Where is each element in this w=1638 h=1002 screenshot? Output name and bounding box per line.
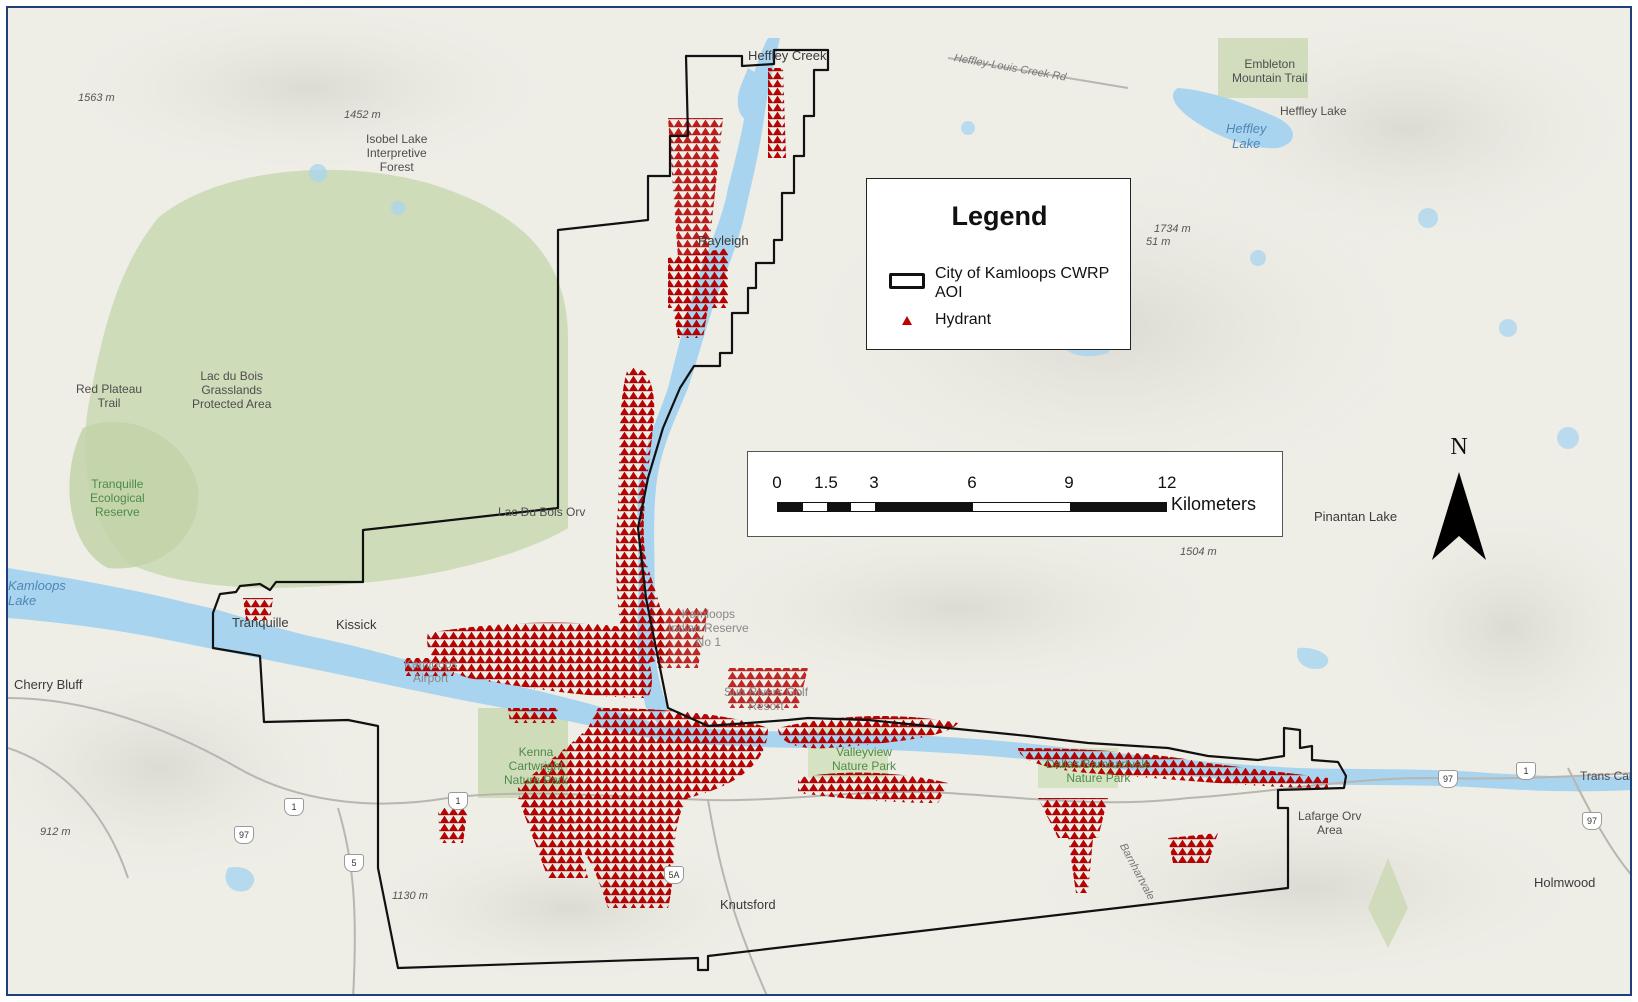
scale-tick-9: 9 [1064, 473, 1074, 492]
highway-97-shield-far-east: 97 [1582, 812, 1602, 830]
hydrant-clusters [243, 68, 1328, 908]
label-peak-1563: 1563 m [78, 92, 115, 104]
park-areas [69, 38, 1408, 948]
label-cherry-bluff: Cherry Bluff [14, 677, 83, 692]
label-embleton: Embleton Mountain Trail [1232, 57, 1308, 85]
label-lafarge: Lafarge Orv Area [1298, 809, 1362, 837]
label-airport: Kamloops Airport [404, 657, 458, 685]
highway-1-shield-east: 1 [1516, 762, 1536, 780]
scale-bar: 0 1.5 3 6 9 12 Kilometers [747, 451, 1283, 537]
scale-unit-label: Kilometers [1171, 494, 1257, 514]
label-valleyview: Valleyview Nature Park [832, 745, 897, 773]
terrain-shading [8, 8, 1630, 988]
highway-97-shield-west: 97 [234, 826, 254, 844]
legend-aoi-label: City of Kamloops CWRP AOI [935, 265, 1109, 301]
roads [8, 57, 1630, 994]
label-heffley-creek: Heffley Creek [748, 48, 827, 63]
label-tranquille: Tranquille [232, 615, 289, 630]
label-rayleigh: Rayleigh [698, 233, 749, 248]
label-lac-du-bois-park: Lac du Bois Grasslands Protected Area [192, 369, 272, 411]
label-peak-1130: 1130 m [392, 890, 428, 902]
legend-aoi-swatch [889, 273, 925, 289]
label-heffley-lake: Heffley Lake [1280, 104, 1347, 118]
scale-tick-12: 12 [1157, 473, 1177, 492]
scale-tick-6: 6 [967, 473, 977, 492]
legend-hydrant-label: Hydrant [935, 311, 992, 328]
label-isobel: Isobel Lake Interpretive Forest [366, 132, 428, 174]
north-arrow: N [1426, 432, 1492, 564]
label-kamloops-lake: Kamloops Lake [8, 578, 66, 608]
map-frame: Heffley Creek Heffley-Louis Creek Rd Emb… [6, 6, 1632, 996]
highway-1-shield-west: 1 [284, 798, 304, 816]
label-peak-1734: 1734 m [1154, 223, 1191, 235]
highway-97-shield-east: 97 [1438, 770, 1458, 788]
north-arrow-label: N [1450, 434, 1467, 460]
legend-title: Legend [951, 201, 1048, 231]
label-holmwood: Holmwood [1534, 875, 1596, 890]
label-peak-1452: 1452 m [344, 109, 381, 121]
label-dallas: Dallas/Barnhartvale Nature Park [1046, 757, 1151, 785]
hydrant-triangle-icon [902, 316, 912, 325]
label-pinantan: Pinantan Lake [1314, 509, 1398, 524]
highway-1-shield-center: 1 [448, 792, 468, 810]
label-peak-912: 912 m [40, 826, 71, 838]
basemap [8, 8, 1630, 994]
label-peak-1504: 1504 m [1180, 546, 1217, 558]
scale-tick-0: 0 [772, 473, 782, 492]
label-lac-du-bois-orv: Lac Du Bois Orv [498, 505, 586, 519]
legend-panel: Legend City of Kamloops CWRP AOI Hydrant [866, 178, 1131, 350]
label-red-plateau: Red Plateau Trail [76, 382, 143, 410]
label-knutsford: Knutsford [720, 897, 776, 912]
label-kamloops-reserve: Kamloops Indian Reserve No 1 [668, 607, 749, 649]
scale-tick-1-5: 1.5 [814, 473, 838, 492]
label-trans-canada: Trans Can [1580, 769, 1632, 783]
label-sun-rivers: Sun Rivers Golf Resort [724, 685, 809, 713]
aoi-boundary [211, 48, 1348, 972]
label-peak-1734b: 51 m [1146, 236, 1171, 248]
label-kenna: Kenna Cartwright Nature Park [504, 745, 569, 787]
highway-5a-shield: 5A [664, 866, 684, 884]
label-tranquille-reserve: Tranquille Ecological Reserve [90, 477, 145, 519]
highway-5-shield: 5 [344, 854, 364, 872]
scale-bar-graphic [777, 502, 1167, 512]
scale-tick-3: 3 [869, 473, 879, 492]
label-heffley-lake-water: Heffley Lake [1226, 121, 1267, 151]
label-kissick: Kissick [336, 617, 377, 632]
north-arrow-icon: N [1432, 434, 1486, 560]
